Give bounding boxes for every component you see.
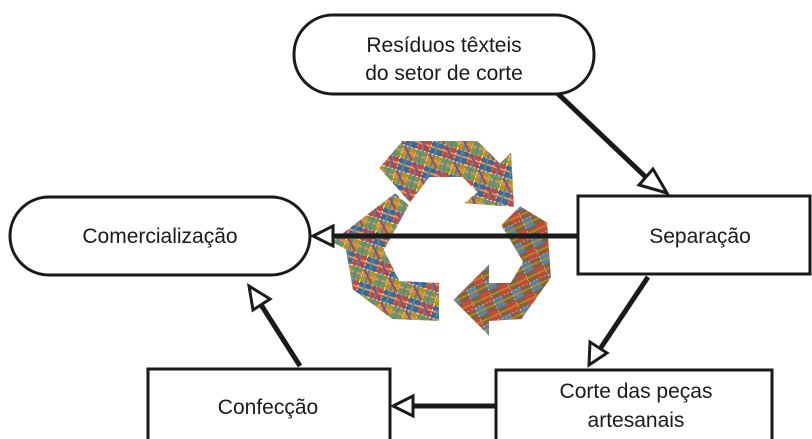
node-corte-line1: Corte das peças [560,380,713,403]
node-separacao: Separação [576,194,812,276]
arrowhead-comercializacao [309,223,335,249]
arrowhead-comercializacao-bottom [246,282,273,313]
node-confeccao: Confecção [146,367,392,439]
node-separacao-label: Separação [649,225,751,248]
node-residuos-line1: Resíduos têxteis [366,34,521,57]
node-residuos-line2: do setor de corte [365,62,523,85]
arrow-confeccao-comercializacao [255,298,303,368]
node-corte: Corte das peças artesanais [494,368,774,439]
arrowhead-corte [587,339,610,368]
arrow-residuos-separacao [550,86,654,185]
node-corte-line2: artesanais [588,409,685,432]
arrowheads [246,166,671,419]
arrowhead-confeccao [389,393,415,419]
node-comercializacao: Comercialização [8,195,312,277]
node-confeccao-label: Confecção [218,396,318,419]
arrowhead-separacao [636,166,671,196]
recycle-icon [328,139,554,341]
node-residuos: Resíduos têxteis do setor de corte [292,13,596,96]
arrow-separacao-corte [595,275,651,354]
node-comercializacao-label: Comercialização [82,225,237,248]
connectors [255,86,654,409]
